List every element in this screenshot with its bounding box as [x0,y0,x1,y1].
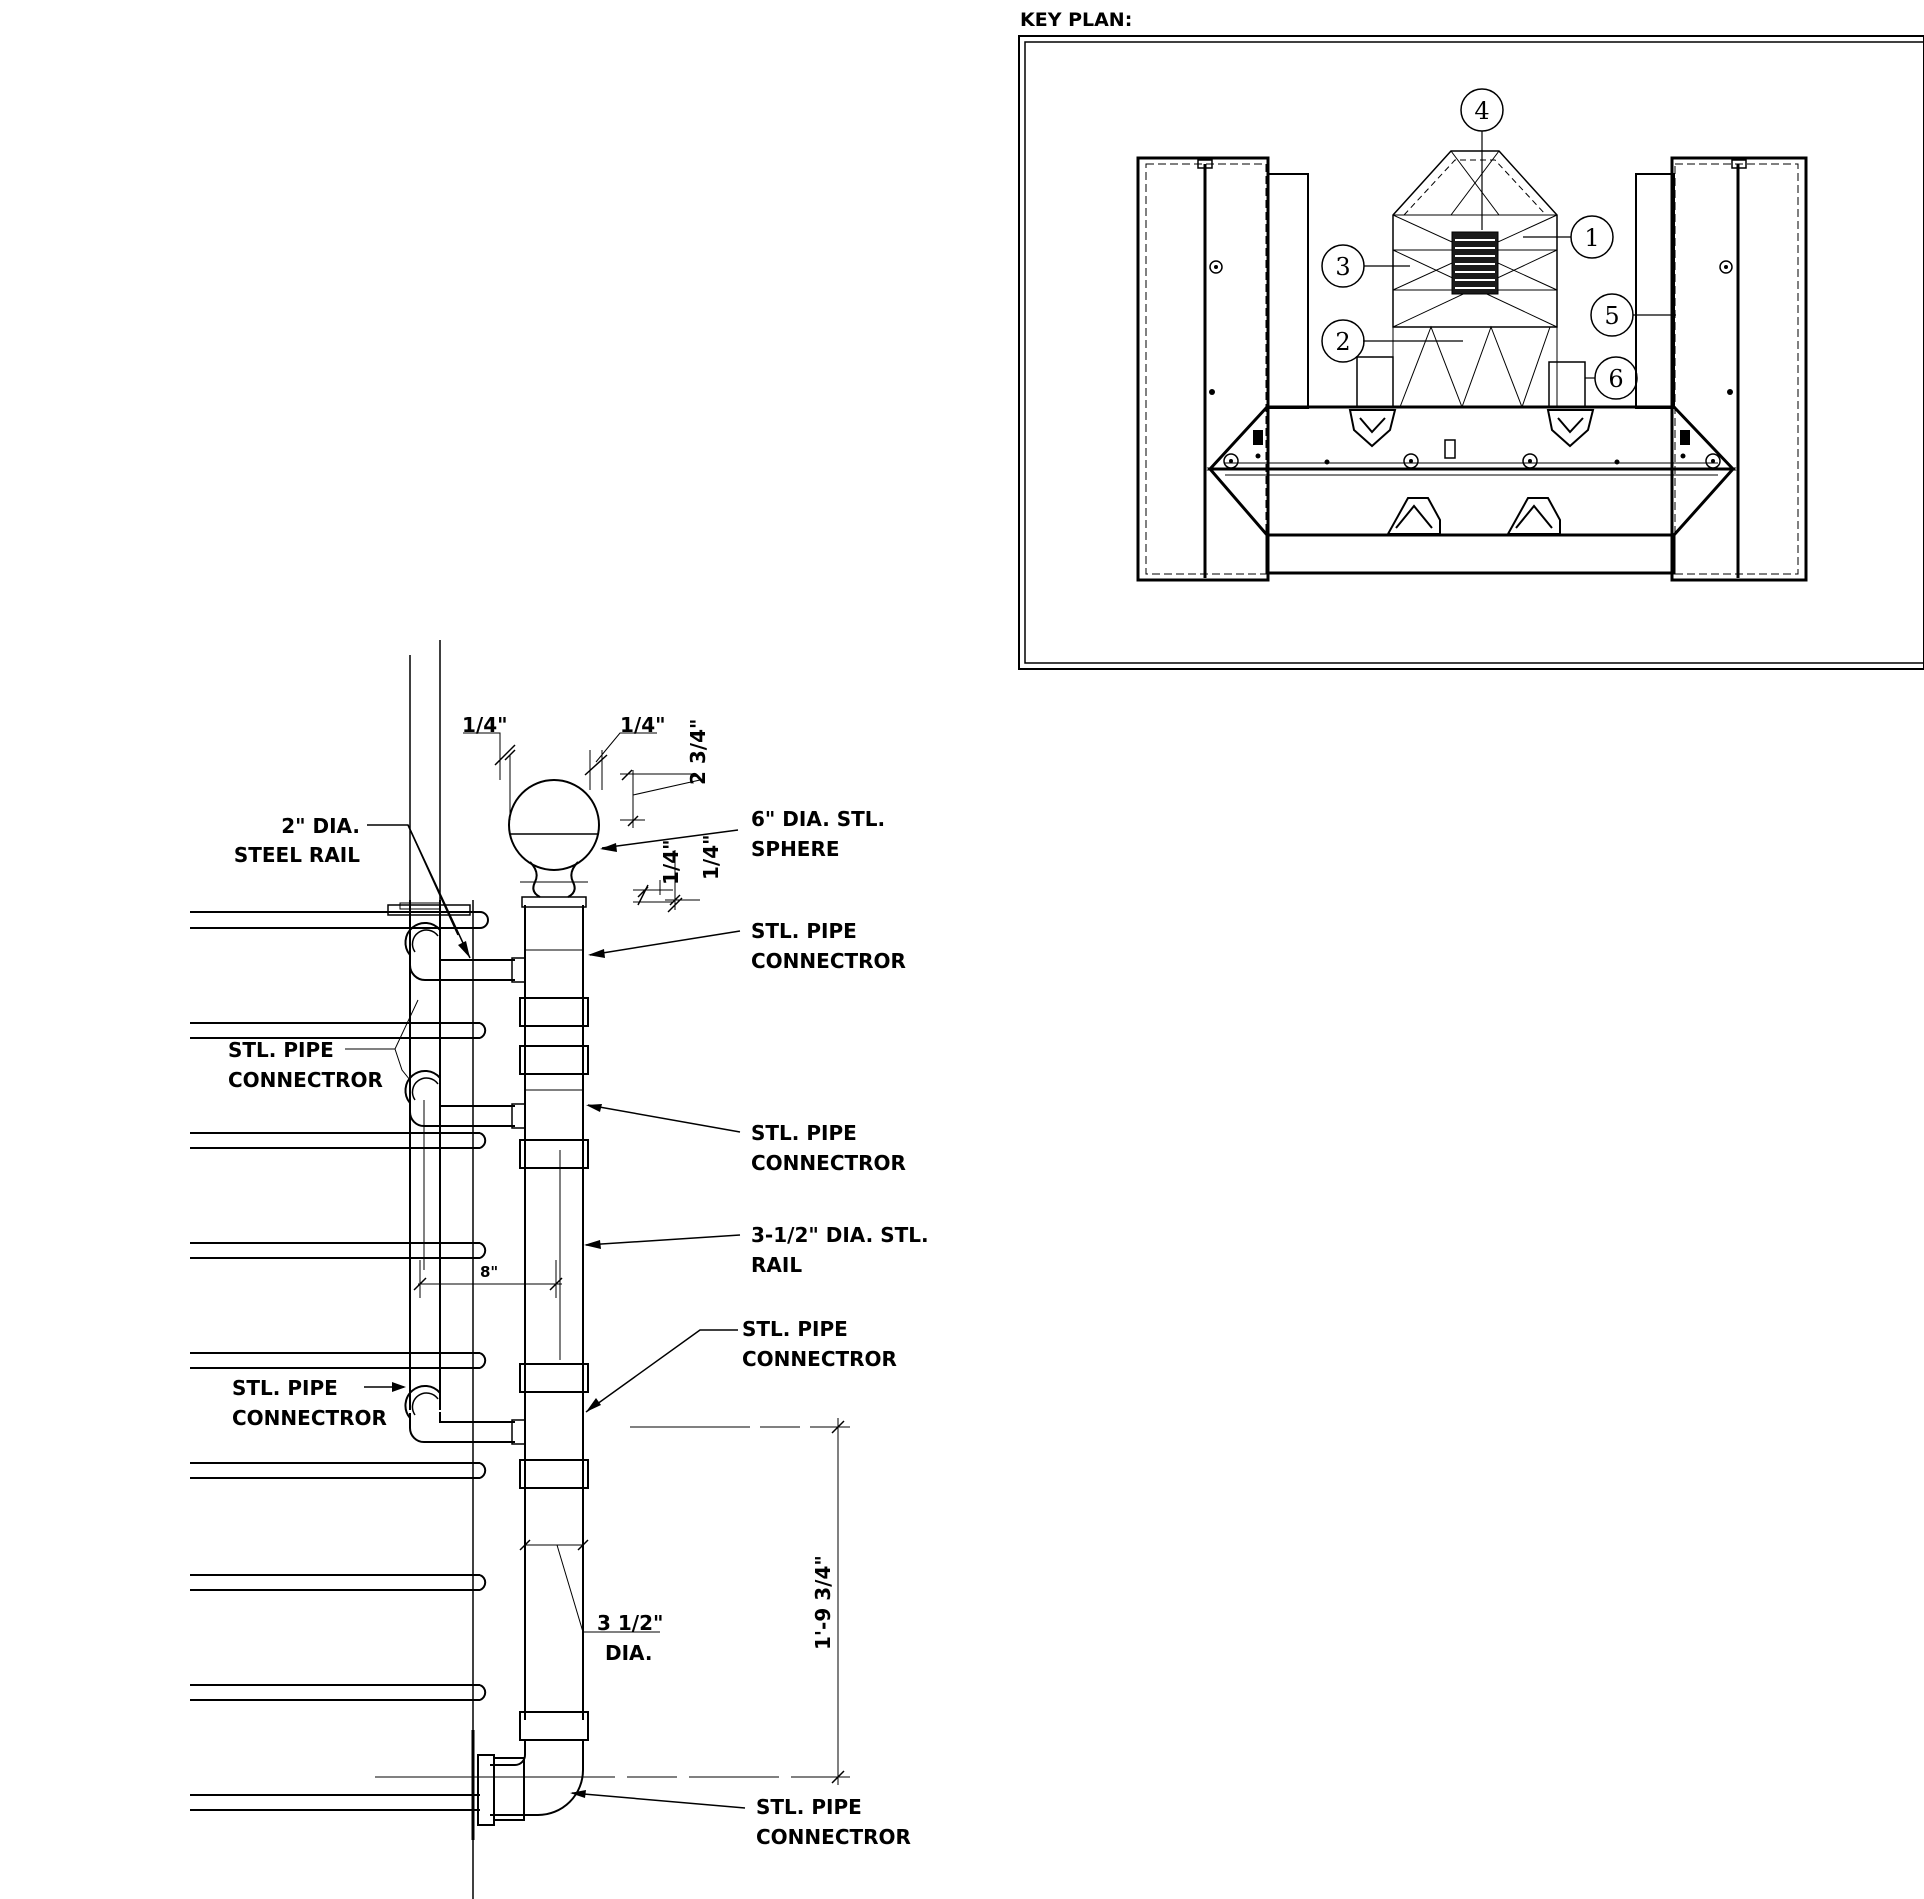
key-plan-callout-1: 1 [1523,215,1614,259]
key-plan-upper-block [1392,150,1558,328]
key-plan-callout-2: 2 [1321,319,1463,363]
dimension-eight: 8" [413,1260,563,1298]
key-plan: KEY PLAN: [1018,9,1924,670]
elbow-connector-lower [404,1384,515,1443]
label-connector-mid: STL. PIPE CONNECTROR [586,1104,906,1175]
label-connector-bottom: STL. PIPE CONNECTROR [570,1790,911,1849]
label-connector-left-lower: STL. PIPE CONNECTROR [232,1376,406,1430]
svg-text:1: 1 [1584,224,1599,252]
elbow-connector-middle [404,1069,515,1127]
svg-text:STEEL RAIL: STEEL RAIL [234,843,360,867]
svg-text:CONNECTROR: CONNECTROR [228,1068,383,1092]
svg-text:1/4": 1/4" [659,839,683,885]
svg-text:SPHERE: SPHERE [751,837,840,861]
svg-text:6: 6 [1608,365,1623,393]
svg-text:3 1/2": 3 1/2" [597,1611,663,1635]
key-plan-callout-5: 5 [1590,293,1676,337]
svg-text:5: 5 [1604,302,1619,330]
svg-text:STL. PIPE: STL. PIPE [756,1795,862,1819]
horizontal-rails [190,911,489,1811]
svg-text:3: 3 [1335,253,1350,281]
dimension-quarter-c: 1/4" [633,839,683,906]
svg-text:DIA.: DIA. [605,1641,653,1665]
sphere-finial [508,779,600,898]
label-pipe-dia: 3 1/2" DIA. [519,1539,663,1665]
svg-text:RAIL: RAIL [751,1253,802,1277]
label-connector-top: STL. PIPE CONNECTROR [588,919,906,973]
key-plan-frame-inner [1024,41,1924,664]
svg-text:2: 2 [1335,328,1350,356]
key-plan-frame-outer [1018,35,1924,670]
key-plan-right-wing [1635,156,1808,582]
svg-text:1/4": 1/4" [462,713,508,737]
svg-text:STL. PIPE: STL. PIPE [232,1376,338,1400]
svg-text:1/4": 1/4" [620,713,666,737]
svg-text:STL. PIPE: STL. PIPE [228,1038,334,1062]
svg-text:1/4": 1/4" [699,834,723,880]
svg-text:STL. PIPE: STL. PIPE [751,919,857,943]
label-connector-lower: STL. PIPE CONNECTROR [585,1317,897,1413]
dimension-quarter-b: 1/4" [584,713,666,790]
key-plan-callout-3: 3 [1321,244,1410,288]
svg-text:STL. PIPE: STL. PIPE [742,1317,848,1341]
svg-text:STL. PIPE: STL. PIPE [751,1121,857,1145]
dimension-two-three-quarter: 2 3/4" [620,719,710,828]
label-sphere: 6" DIA. STL. SPHERE [600,807,885,861]
key-plan-left-wing [1136,156,1309,582]
dimension-quarter-d: 1/4" [665,834,723,913]
svg-text:CONNECTROR: CONNECTROR [232,1406,387,1430]
key-plan-title: KEY PLAN: [1020,9,1132,31]
label-rail-35: 3-1/2" DIA. STL. RAIL [584,1223,929,1277]
svg-text:4: 4 [1474,97,1489,125]
svg-text:2 3/4": 2 3/4" [686,719,710,785]
svg-text:8": 8" [480,1263,498,1281]
svg-text:2" DIA.: 2" DIA. [281,814,360,838]
svg-text:1'-9 3/4": 1'-9 3/4" [811,1555,835,1650]
key-plan-middle-block [1356,325,1586,409]
key-plan-callout-4: 4 [1460,88,1504,230]
svg-text:CONNECTROR: CONNECTROR [742,1347,897,1371]
elbow-connector-upper [404,921,515,981]
bottom-elbow-connector [471,1730,584,1840]
svg-text:CONNECTROR: CONNECTROR [751,949,906,973]
label-connector-left-upper: STL. PIPE CONNECTROR [228,999,419,1092]
railing-elevation: 2" DIA. STEEL RAIL 6" DIA. STL. SPHERE S… [190,640,929,1899]
key-plan-callout-6: 6 [1585,356,1638,400]
dimension-quarter-a: 1/4" [462,713,516,820]
svg-text:6" DIA. STL.: 6" DIA. STL. [751,807,885,831]
svg-text:CONNECTROR: CONNECTROR [756,1825,911,1849]
key-plan-lower-band [1206,405,1737,575]
svg-text:CONNECTROR: CONNECTROR [751,1151,906,1175]
main-post [511,896,589,1741]
label-steel-rail-2in: 2" DIA. STEEL RAIL [234,814,471,959]
dimension-height: 1'-9 3/4" [375,1418,850,1785]
inner-vertical-rail [387,900,471,1410]
svg-text:3-1/2" DIA. STL.: 3-1/2" DIA. STL. [751,1223,929,1247]
